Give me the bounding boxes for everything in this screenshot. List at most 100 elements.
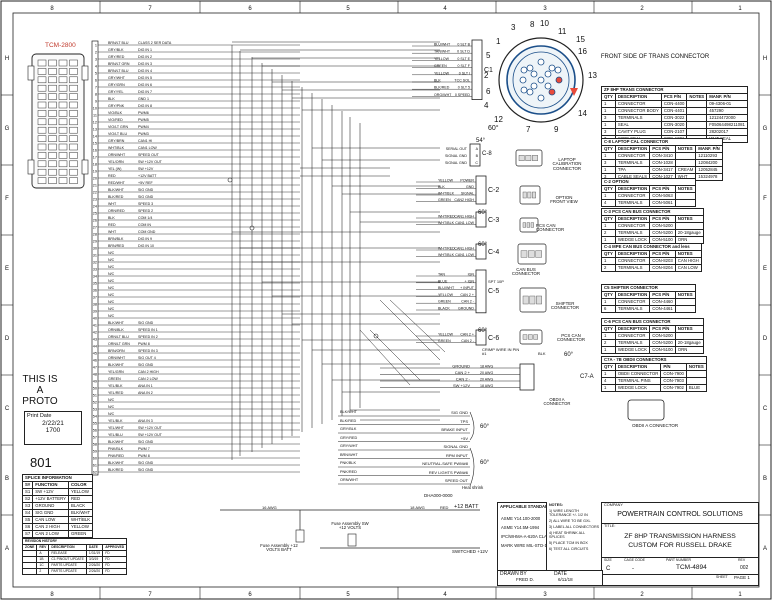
pin-number: 40 bbox=[93, 317, 97, 321]
table-cell: S5 bbox=[21, 516, 34, 524]
table-cell bbox=[674, 152, 697, 160]
company-label: COMPANY bbox=[604, 503, 623, 507]
date-label: DATE bbox=[554, 571, 567, 577]
table-cell: CON-7902 bbox=[660, 384, 687, 392]
drawn-block: DRAWN BY FRED D. DATE 6/11/18 bbox=[497, 570, 603, 586]
column-header: QTY bbox=[601, 250, 616, 258]
trans-pin bbox=[530, 70, 538, 78]
pin-number: 44 bbox=[93, 345, 97, 349]
pin-function: SW +12V bbox=[138, 167, 154, 171]
table-cell: 12052845 bbox=[695, 166, 723, 174]
pin-function: SPEED 3 bbox=[138, 202, 153, 206]
pin-wire-color: YEL (W) bbox=[108, 167, 121, 171]
trans-pin bbox=[544, 70, 552, 78]
pin-wire-color: YEL/BLK bbox=[108, 419, 123, 423]
table-cell bbox=[686, 121, 708, 129]
tcm-cavity bbox=[69, 160, 78, 168]
tcm-cavity bbox=[48, 118, 57, 126]
pin-wire-color: N/C bbox=[108, 286, 115, 290]
title-line-2: CUSTOM FOR RUSSELL DRAKE bbox=[628, 542, 732, 549]
pin-number: 10 bbox=[93, 107, 97, 111]
parts-table-4-title: C-4 MPE CAN BUS CONNECTOR and lens bbox=[601, 243, 702, 251]
pin-function: COM 1/4 bbox=[138, 216, 152, 220]
table-cell: GROUND bbox=[32, 502, 70, 510]
table-cell: C1 PINOUT UPDATE bbox=[48, 556, 87, 563]
parts-table-1-title: C-8 LAPTOP CAL CONNECTOR bbox=[601, 138, 723, 146]
trans-pin-number: 8 bbox=[530, 20, 535, 29]
pin-number: 51 bbox=[93, 394, 97, 398]
pin-wire-color: PNK/RED bbox=[108, 454, 124, 458]
pin-wire-color: RED/WHT bbox=[108, 181, 126, 185]
wire-function: CAN 2 + bbox=[460, 333, 474, 337]
zone-col-bottom: 6 bbox=[248, 592, 252, 598]
table-cell: CONNECTOR bbox=[614, 332, 651, 340]
bottom-wire-function: TPS bbox=[460, 418, 468, 424]
pin-wire-color: ORN/WHT bbox=[108, 153, 126, 157]
pin-wire-color: N/C bbox=[108, 265, 115, 269]
table-cell bbox=[686, 128, 708, 136]
pin-wire-color: WHT bbox=[108, 202, 117, 206]
tcm-cavity bbox=[37, 143, 47, 151]
zone-row-right: B bbox=[763, 476, 767, 482]
zone-col-top: 6 bbox=[248, 6, 252, 12]
table-cell: TERMINALS bbox=[614, 199, 651, 207]
trans-pin-number: 12 bbox=[494, 115, 503, 124]
pin-function: SW +12V OUT bbox=[138, 160, 163, 164]
pin-wire-color: BRN/LT BLU bbox=[108, 41, 129, 45]
c7a-awg: 20 AWG bbox=[480, 377, 493, 381]
trans-pin bbox=[544, 82, 552, 90]
pin-wire-color: YEL/WHT bbox=[108, 426, 125, 430]
pin-wire-color: BRN/BLK bbox=[108, 237, 124, 241]
table-cell: 1 bbox=[601, 152, 616, 160]
column-header: PCS P/N bbox=[649, 291, 676, 299]
part-value: TCM-4894 bbox=[676, 564, 707, 571]
wire-color: YELLOW bbox=[434, 57, 450, 61]
column-header: DESCRIPTION bbox=[614, 215, 651, 223]
pin-wire-color: VIO/RED bbox=[108, 118, 123, 122]
pin-number: 30 bbox=[93, 247, 97, 251]
pin-wire-color: BLK/WHT bbox=[108, 440, 125, 444]
tcm-cavity bbox=[37, 118, 47, 126]
pin-number: 32 bbox=[93, 261, 97, 265]
trans-pin-number: 6 bbox=[486, 87, 491, 96]
trans-pin-number: 1 bbox=[496, 37, 501, 46]
wire-color: WHT/BLK bbox=[438, 253, 455, 257]
trans-pin-number: 2 bbox=[484, 71, 489, 80]
table-cell: 1 bbox=[601, 257, 616, 265]
standards-title: APPLICABLE STANDARDS bbox=[500, 504, 554, 509]
pin-number: 27 bbox=[93, 226, 97, 230]
wire-function: GND bbox=[466, 185, 474, 189]
fuse-2 bbox=[347, 533, 357, 547]
table-cell: CON-7900 bbox=[660, 370, 687, 378]
tcm-cavity bbox=[58, 59, 68, 67]
table-cell: CON-4400 bbox=[660, 100, 688, 108]
wire-function: CAN1 HIGH bbox=[454, 215, 474, 219]
zone-col-bottom: 4 bbox=[443, 592, 447, 598]
table-cell: 1 bbox=[601, 346, 616, 354]
c5-label: C-5 bbox=[488, 288, 500, 296]
pin-wire-color: N/C bbox=[108, 300, 115, 304]
pin-number: 13 bbox=[93, 128, 97, 132]
cage-value: - bbox=[632, 566, 634, 572]
table-cell: TPA bbox=[614, 166, 651, 174]
c6-label: C-6 bbox=[488, 334, 500, 342]
table-cell: 20-18gauge bbox=[674, 339, 704, 347]
pin-number: 8 bbox=[95, 93, 97, 97]
trans-pin-number: 4 bbox=[484, 101, 489, 110]
table-cell: CON-3022 bbox=[660, 114, 688, 122]
tcm-cavity bbox=[37, 160, 47, 168]
table-cell: PARTS UPDATE bbox=[48, 568, 87, 575]
bottom-wire-color: BRN/WHT bbox=[340, 452, 358, 457]
pin-wire-color: GRY/PNK bbox=[108, 104, 125, 108]
tcm-cavity bbox=[58, 160, 68, 168]
table-cell: 1 bbox=[601, 298, 616, 306]
pin-number: 48 bbox=[93, 373, 97, 377]
c7a-function: CAN 2 + bbox=[455, 370, 471, 375]
pin-number: 29 bbox=[93, 240, 97, 244]
trans-pin-number: 14 bbox=[578, 109, 587, 118]
tcm-cavity bbox=[69, 68, 78, 75]
